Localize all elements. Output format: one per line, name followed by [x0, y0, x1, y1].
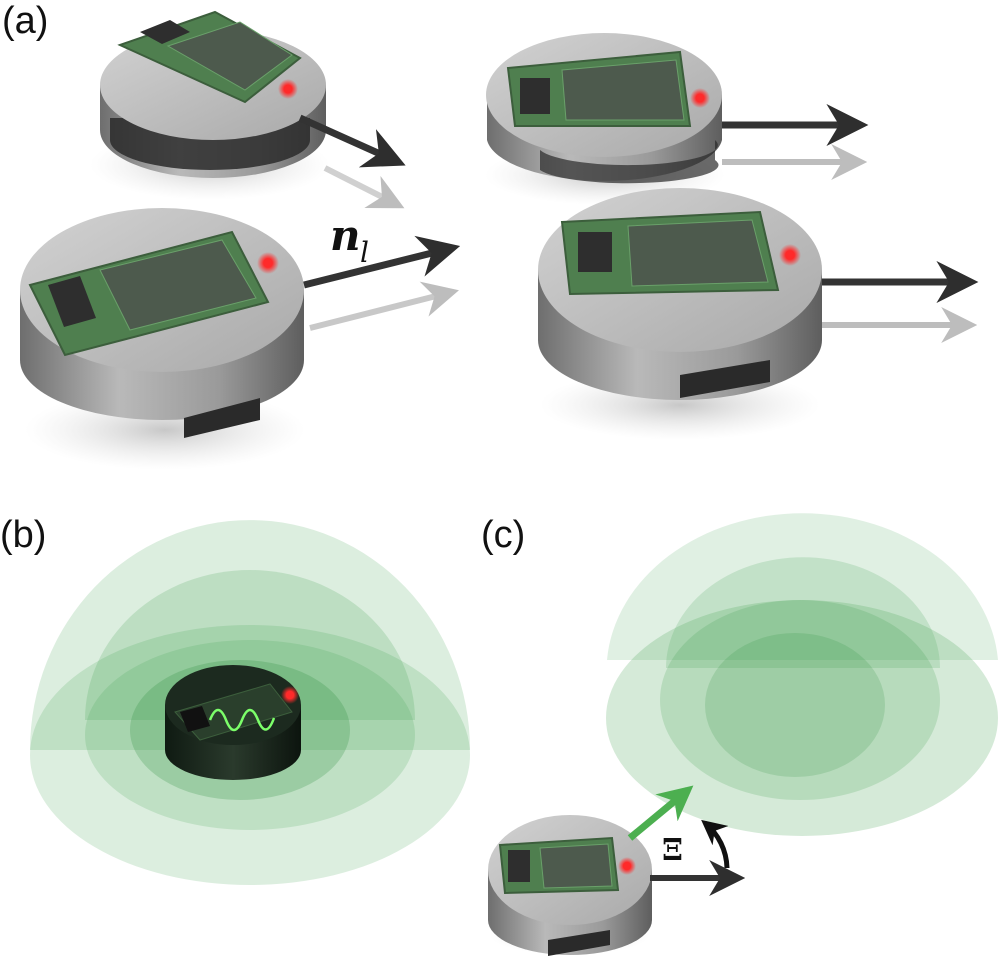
pcb-module	[627, 219, 769, 287]
robot-emitting	[165, 665, 301, 780]
led-core	[696, 94, 704, 102]
chip-icon	[48, 276, 96, 327]
chip-icon	[578, 232, 612, 272]
panel-c-label: (c)	[481, 514, 526, 556]
heading-arrow-reflection	[323, 165, 405, 209]
panel-b-label: (b)	[0, 514, 47, 556]
robot-dark-band	[540, 140, 719, 184]
chip-icon	[140, 20, 190, 44]
pcb-module	[166, 21, 293, 91]
signal-field-base-middle	[660, 600, 940, 800]
led-core	[286, 691, 294, 699]
vector-n-subscript: l	[360, 236, 369, 269]
angle-arc-arrow-icon	[701, 819, 730, 869]
robot-listening: Ξ	[488, 785, 746, 956]
robot-dark-band	[680, 360, 770, 398]
led-core	[785, 250, 795, 260]
pcb-module	[539, 843, 613, 889]
led-core	[284, 85, 292, 93]
signal-field-dome-middle	[85, 570, 415, 720]
panel-a-label: (a)	[2, 0, 49, 42]
robot-4	[538, 188, 979, 440]
heading-arrow	[298, 114, 406, 168]
chip-icon	[180, 706, 210, 732]
panel-a: n l	[20, 10, 979, 470]
signal-wave-icon	[208, 708, 276, 732]
robot-dark-band	[548, 930, 610, 956]
signal-field-dome-middle	[666, 557, 940, 668]
heading-arrow	[303, 235, 461, 289]
panel-b	[30, 520, 470, 885]
chip-icon	[520, 78, 550, 114]
robot-dark-band	[184, 398, 260, 438]
robot-2	[485, 33, 869, 205]
signal-field-dome-outer	[607, 513, 998, 660]
pcb-module	[99, 239, 257, 331]
chip-icon	[508, 850, 530, 882]
vector-n-symbol: n	[330, 211, 361, 260]
led-core	[623, 862, 631, 870]
robot-3: n l	[20, 208, 461, 470]
signal-direction-arrow	[627, 785, 694, 841]
signal-field-dome-outer	[30, 520, 470, 750]
robot-1	[90, 10, 406, 209]
panel-c: Ξ	[488, 513, 998, 956]
signal-field-base-outer	[606, 600, 998, 836]
angle-xi-symbol: Ξ	[662, 833, 683, 868]
heading-arrow-reflection	[309, 281, 459, 331]
signal-field-inner	[705, 633, 885, 777]
led-core	[263, 258, 273, 268]
pcb-module	[561, 59, 685, 121]
